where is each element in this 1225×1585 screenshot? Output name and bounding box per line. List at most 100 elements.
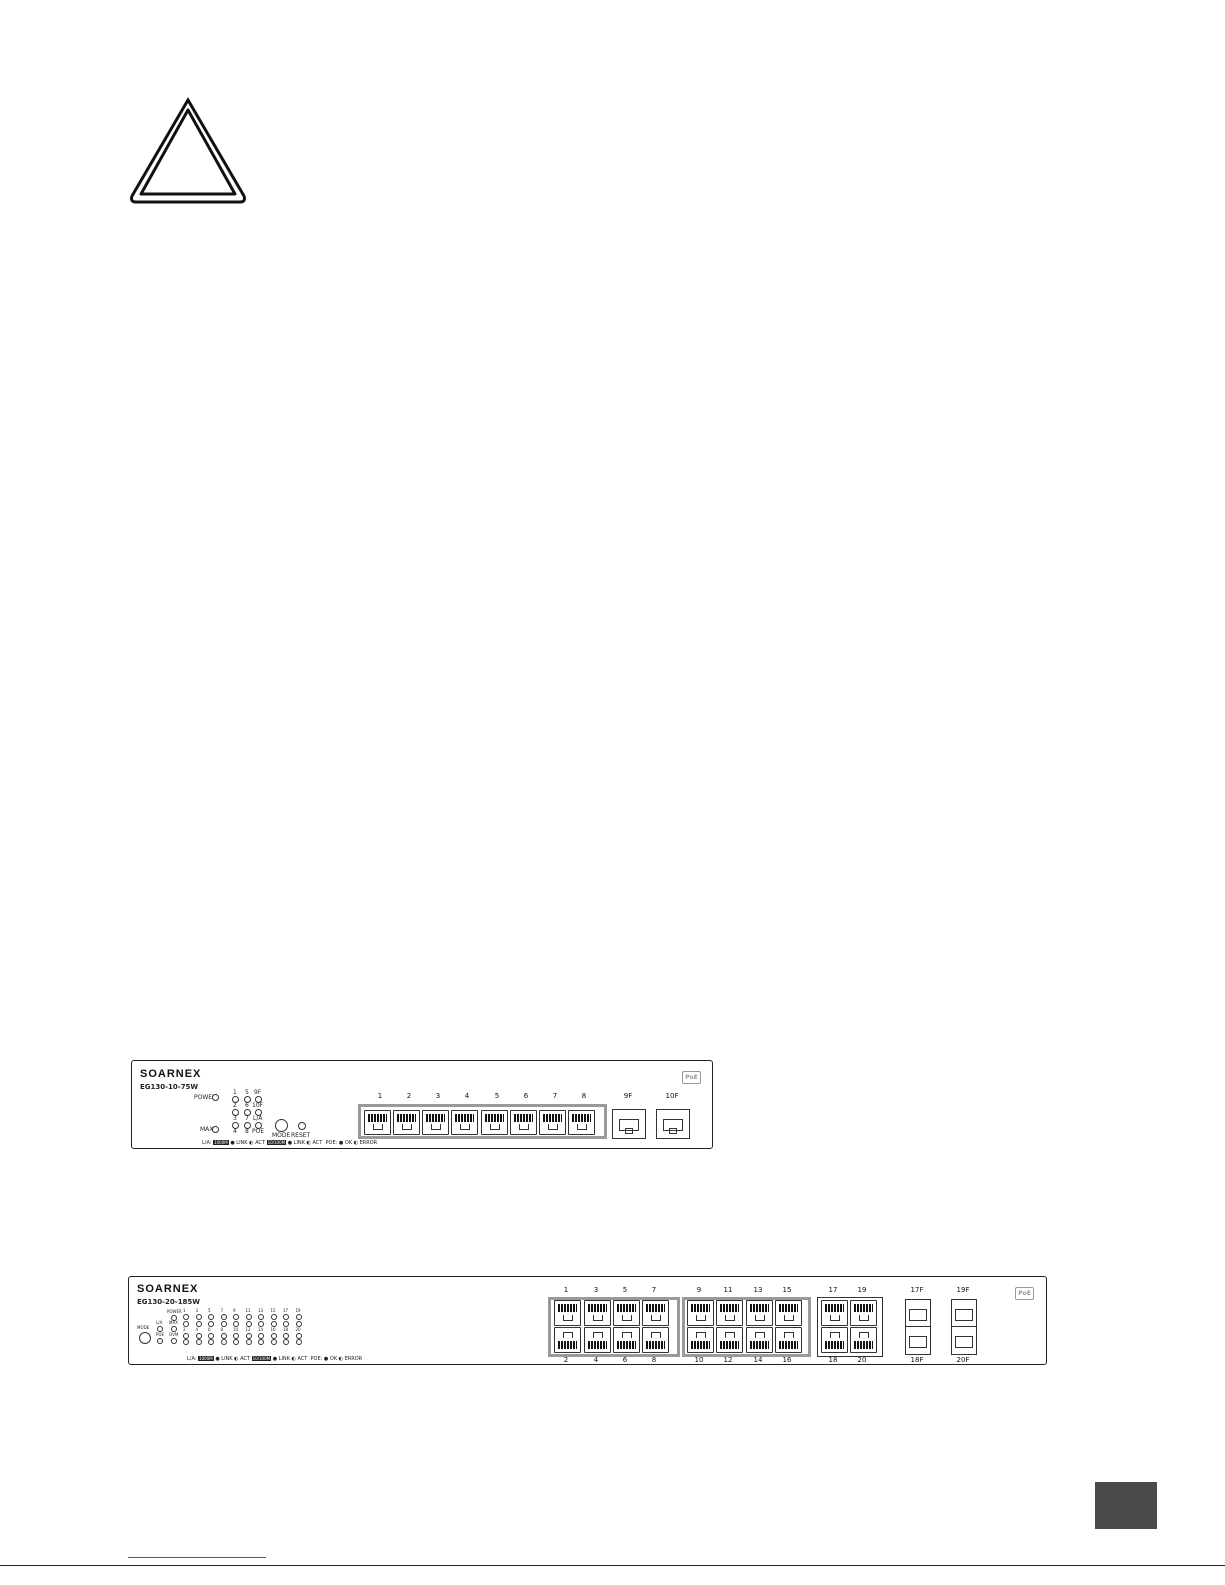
rj45-port-group-1 [548, 1297, 680, 1357]
port-number: 6 [622, 1356, 628, 1364]
port-number: 9 [696, 1286, 702, 1294]
mode-button[interactable] [139, 1332, 151, 1344]
sfp-port-17f[interactable] [905, 1299, 931, 1328]
port-led [245, 1321, 252, 1327]
rj45-port-bottom[interactable] [821, 1327, 848, 1353]
rj45-port[interactable] [451, 1110, 478, 1135]
port-number: 8 [581, 1092, 587, 1100]
port-led [183, 1314, 189, 1320]
rj45-port-bottom[interactable] [850, 1327, 877, 1353]
rj45-port-bottom[interactable] [746, 1327, 773, 1353]
rj45-port-bottom[interactable] [584, 1327, 611, 1353]
rj45-port-group [358, 1104, 607, 1139]
mode-led [157, 1338, 163, 1344]
port-led [258, 1339, 264, 1345]
model-number: EG130-20-185W [137, 1298, 201, 1306]
rj45-port-top[interactable] [554, 1300, 581, 1326]
sfp-port-18f[interactable] [905, 1326, 931, 1355]
mode-led [171, 1338, 177, 1344]
legend-link-act: ● LINK ◐ ACT [230, 1140, 265, 1146]
rj45-port-top[interactable] [716, 1300, 743, 1326]
rj45-port-top[interactable] [613, 1300, 640, 1326]
rj45-port-top[interactable] [642, 1300, 669, 1326]
port-led [233, 1333, 239, 1339]
port-led [208, 1339, 214, 1345]
rj45-port[interactable] [568, 1110, 595, 1135]
rj45-port-top[interactable] [821, 1300, 848, 1326]
power-led [171, 1315, 177, 1321]
led-label: 16 [270, 1327, 276, 1332]
port-led [195, 1321, 202, 1327]
port-led [244, 1096, 251, 1103]
led-label: 10F [252, 1102, 264, 1109]
sfp-port-19f[interactable] [951, 1299, 977, 1328]
port-number: 18 [828, 1356, 838, 1364]
port-number: 14 [753, 1356, 763, 1364]
port-led [220, 1333, 227, 1339]
port-led [283, 1339, 289, 1345]
led-label: 4 [195, 1327, 199, 1332]
rj45-port[interactable] [539, 1110, 566, 1135]
port-number: 5 [494, 1092, 500, 1100]
rj45-port-bottom[interactable] [554, 1327, 581, 1353]
port-number: 5 [622, 1286, 628, 1294]
led-label: 12 [245, 1327, 251, 1332]
led-label: 5 [208, 1308, 211, 1313]
port-number: 6 [523, 1092, 529, 1100]
legend-poe: POE: ● OK ◐ ERROR [310, 1356, 363, 1362]
legend-10-100m: 10/100M [251, 1356, 272, 1361]
rj45-port-top[interactable] [746, 1300, 773, 1326]
rj45-port-bottom[interactable] [642, 1327, 669, 1353]
sfp-port[interactable] [612, 1109, 646, 1139]
port-number: 19 [857, 1286, 867, 1294]
port-led [255, 1109, 262, 1116]
rj45-port-bottom[interactable] [775, 1327, 802, 1353]
port-number: 8 [651, 1356, 657, 1364]
rj45-port[interactable] [481, 1110, 508, 1135]
sfp-port-20f[interactable] [951, 1326, 977, 1355]
port-led [270, 1314, 277, 1320]
port-led [195, 1339, 202, 1345]
port-led [183, 1333, 189, 1339]
page-number-box [1095, 1482, 1157, 1529]
sfp-label: 18F [910, 1356, 924, 1364]
rj45-port-top[interactable] [687, 1300, 714, 1326]
rj45-port-group-2 [682, 1297, 811, 1357]
footer-rule [0, 1565, 1225, 1566]
sfp-port[interactable] [656, 1109, 690, 1139]
port-led [183, 1321, 189, 1327]
sfp-label: 20F [956, 1356, 970, 1364]
mode-state-label: MAX [169, 1320, 178, 1325]
legend-la: L/A: [187, 1356, 197, 1362]
mode-button[interactable] [275, 1119, 288, 1132]
led-label: L/A [253, 1115, 263, 1122]
led-label: 6 [208, 1327, 211, 1332]
port-number: 11 [723, 1286, 733, 1294]
footer-link-underline[interactable] [128, 1557, 266, 1558]
port-number: 3 [435, 1092, 441, 1100]
mode-led [171, 1326, 177, 1332]
brand-logo: SOARNEX [140, 1068, 202, 1080]
switch-front-panel-10-port: SOARNEX EG130-10-75W POWER MAX 1 2 3 4 5… [131, 1060, 713, 1149]
rj45-port[interactable] [364, 1110, 391, 1135]
mode-button-label: MODE [272, 1132, 291, 1139]
rj45-port[interactable] [422, 1110, 449, 1135]
rj45-port-bottom[interactable] [613, 1327, 640, 1353]
rj45-port[interactable] [393, 1110, 420, 1135]
rj45-port[interactable] [510, 1110, 537, 1135]
port-number: 7 [552, 1092, 558, 1100]
port-led [232, 1096, 239, 1103]
led-label: 3 [233, 1115, 237, 1122]
rj45-port-top[interactable] [775, 1300, 802, 1326]
rj45-port-top[interactable] [850, 1300, 877, 1326]
warning-triangle-icon [130, 97, 246, 204]
port-number: 2 [406, 1092, 412, 1100]
port-number: 13 [753, 1286, 763, 1294]
rj45-port-bottom[interactable] [687, 1327, 714, 1353]
rj45-port-bottom[interactable] [716, 1327, 743, 1353]
led-label: 9F [254, 1089, 262, 1096]
rj45-port-top[interactable] [584, 1300, 611, 1326]
port-number: 3 [593, 1286, 599, 1294]
port-led [233, 1339, 239, 1345]
reset-button[interactable] [298, 1122, 306, 1130]
